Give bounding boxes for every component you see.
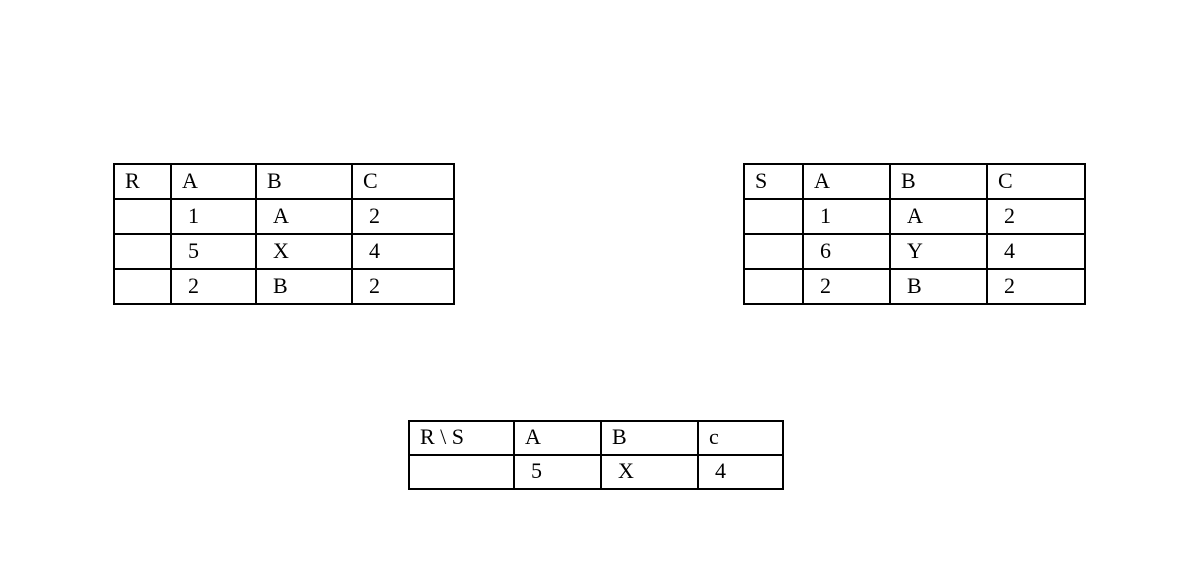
data-cell: 4 [697, 454, 784, 490]
data-cell: X [255, 233, 353, 270]
header-cell-c: c [697, 420, 784, 456]
header-cell-r: R [113, 163, 172, 200]
data-cell: 5 [170, 233, 257, 270]
data-cell [408, 454, 515, 490]
table-relation-r: R A B C 1 A 2 5 X 4 2 B 2 [113, 163, 455, 305]
table-relation-r-minus-s: R \ S A B c 5 X 4 [408, 420, 784, 490]
header-cell-b: B [889, 163, 988, 200]
header-cell-b: B [600, 420, 699, 456]
data-cell [113, 233, 172, 270]
data-cell: 2 [986, 198, 1086, 235]
header-cell-b: B [255, 163, 353, 200]
header-cell-a: A [513, 420, 602, 456]
table-relation-s: S A B C 1 A 2 6 Y 4 2 B 2 [743, 163, 1086, 305]
data-cell: 6 [802, 233, 891, 270]
header-cell-a: A [802, 163, 891, 200]
data-cell: A [889, 198, 988, 235]
data-cell: 4 [986, 233, 1086, 270]
data-cell: 2 [802, 268, 891, 305]
data-cell [113, 198, 172, 235]
data-cell [743, 198, 804, 235]
table-row: 2 B 2 [743, 268, 1086, 305]
data-cell: 1 [802, 198, 891, 235]
data-cell: 4 [351, 233, 455, 270]
table-row: 5 X 4 [408, 454, 784, 490]
data-cell [743, 233, 804, 270]
table-row: 2 B 2 [113, 268, 455, 305]
table-row: 1 A 2 [113, 198, 455, 235]
table-s-header-row: S A B C [743, 163, 1086, 200]
header-cell-c: C [986, 163, 1086, 200]
header-cell-c: C [351, 163, 455, 200]
header-cell-a: A [170, 163, 257, 200]
data-cell: 5 [513, 454, 602, 490]
header-cell-s: S [743, 163, 804, 200]
data-cell: 2 [986, 268, 1086, 305]
data-cell [113, 268, 172, 305]
data-cell: X [600, 454, 699, 490]
data-cell: 2 [170, 268, 257, 305]
table-r-header-row: R A B C [113, 163, 455, 200]
table-row: 1 A 2 [743, 198, 1086, 235]
table-row: 5 X 4 [113, 233, 455, 270]
data-cell: 2 [351, 268, 455, 305]
table-r-minus-s-header-row: R \ S A B c [408, 420, 784, 456]
data-cell: B [889, 268, 988, 305]
header-cell-r-minus-s: R \ S [408, 420, 515, 456]
data-cell: A [255, 198, 353, 235]
data-cell: B [255, 268, 353, 305]
data-cell: Y [889, 233, 988, 270]
data-cell [743, 268, 804, 305]
data-cell: 2 [351, 198, 455, 235]
data-cell: 1 [170, 198, 257, 235]
table-row: 6 Y 4 [743, 233, 1086, 270]
